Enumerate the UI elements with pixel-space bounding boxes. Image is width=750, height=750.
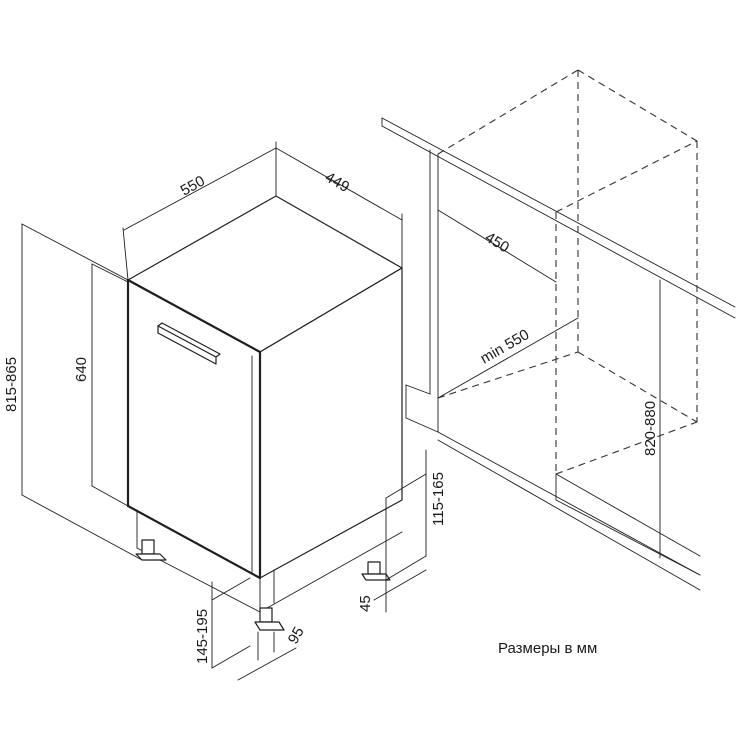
- countertop: [381, 117, 736, 319]
- rear-right-foot: [361, 561, 391, 581]
- units-caption: Размеры в мм: [498, 640, 598, 657]
- label-foot-setback: 45: [357, 595, 374, 612]
- label-niche-width: min 550: [478, 326, 533, 367]
- floor-lines: [437, 431, 701, 591]
- front-left-foot: [135, 539, 167, 561]
- label-foot-offset: 95: [285, 624, 308, 647]
- dimension-lines: [21, 141, 661, 681]
- dishwasher: [126, 195, 403, 631]
- right-cabinet-plinth: [555, 473, 701, 576]
- label-width-550: 550: [178, 172, 208, 199]
- front-right-foot: [254, 607, 285, 631]
- label-plinth-height: 115-165: [430, 472, 447, 526]
- label-door-height: 640: [73, 357, 90, 382]
- label-foot-height: 145-195: [194, 609, 211, 664]
- niche-back-outline: [437, 69, 698, 475]
- label-niche-height: 820-880: [642, 401, 659, 456]
- door-handle: [157, 322, 221, 365]
- label-total-height: 815-865: [3, 357, 20, 412]
- label-depth-449: 449: [322, 169, 352, 196]
- installation-niche: [381, 69, 736, 591]
- left-cabinet-panel: [405, 149, 439, 433]
